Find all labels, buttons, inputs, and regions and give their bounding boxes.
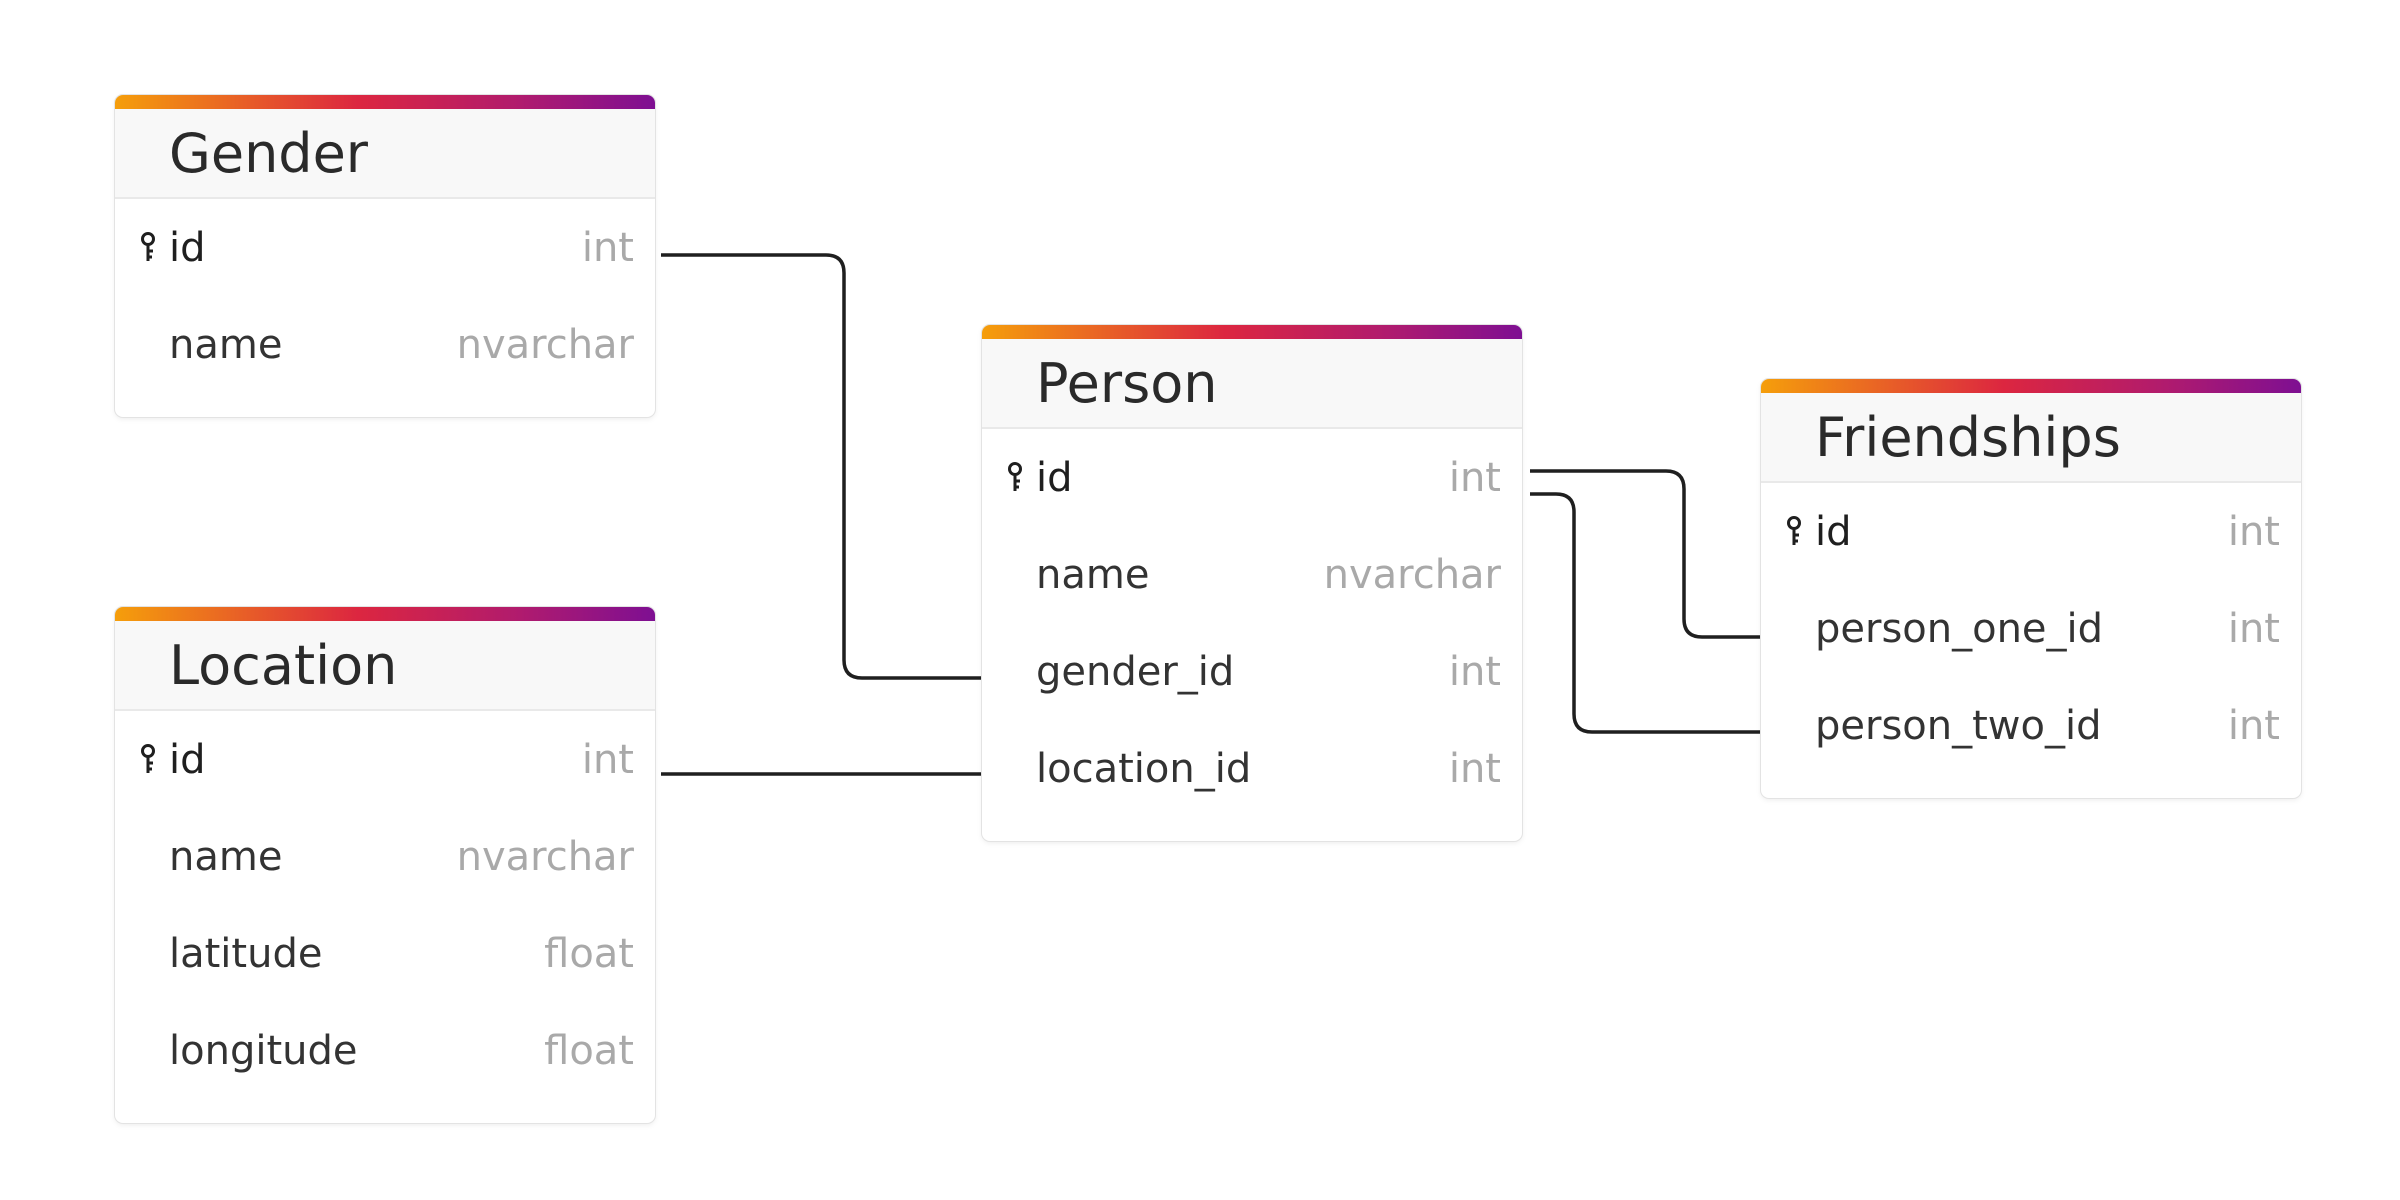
table-header-gradient [115, 95, 655, 109]
column-type: nvarchar [456, 321, 634, 368]
table-title: Person [1036, 351, 1218, 415]
relation-person-friendships-two[interactable] [1530, 492, 1766, 734]
column-type: int [1448, 745, 1501, 792]
column-type: nvarchar [1323, 551, 1501, 598]
table-header[interactable]: Friendships [1761, 393, 2301, 483]
table-friendships[interactable]: Friendships id int person_one_id int per… [1761, 379, 2301, 798]
table-header-gradient [115, 607, 655, 621]
column-type: int [1448, 648, 1501, 695]
table-header[interactable]: Location [115, 621, 655, 711]
primary-key-icon [1006, 458, 1036, 498]
column-row-person-two-id[interactable]: person_two_id int [1761, 677, 2301, 774]
column-row-name[interactable]: name nvarchar [115, 808, 655, 905]
table-header-gradient [982, 325, 1522, 339]
column-row-id[interactable]: id int [1761, 483, 2301, 580]
column-name: id [1815, 508, 1852, 555]
column-type: float [544, 930, 634, 977]
column-name: longitude [169, 1027, 358, 1074]
column-type: nvarchar [456, 833, 634, 880]
column-name: id [1036, 454, 1073, 501]
column-row-id[interactable]: id int [115, 711, 655, 808]
column-name: id [169, 736, 206, 783]
table-header-gradient [1761, 379, 2301, 393]
column-type: int [581, 224, 634, 271]
table-header[interactable]: Gender [115, 109, 655, 199]
column-name: id [169, 224, 206, 271]
column-row-gender-id[interactable]: gender_id int [982, 623, 1522, 720]
column-name: name [169, 321, 283, 368]
column-name: person_two_id [1815, 702, 2102, 749]
column-row-id[interactable]: id int [115, 199, 655, 296]
primary-key-icon [139, 228, 169, 268]
table-title: Location [169, 633, 398, 697]
table-header[interactable]: Person [982, 339, 1522, 429]
column-row-name[interactable]: name nvarchar [982, 526, 1522, 623]
column-type: int [2227, 605, 2280, 652]
column-type: int [581, 736, 634, 783]
primary-key-icon [139, 740, 169, 780]
relation-person-friendships-one[interactable] [1530, 469, 1766, 639]
column-type: int [2227, 508, 2280, 555]
table-person[interactable]: Person id int name nvarchar gender_id in… [982, 325, 1522, 841]
column-type: int [2227, 702, 2280, 749]
table-title: Friendships [1815, 405, 2121, 469]
column-name: name [169, 833, 283, 880]
table-location[interactable]: Location id int name nvarchar latitude f… [115, 607, 655, 1123]
column-type: int [1448, 454, 1501, 501]
table-title: Gender [169, 121, 368, 185]
primary-key-icon [1785, 512, 1815, 552]
column-row-id[interactable]: id int [982, 429, 1522, 526]
column-name: person_one_id [1815, 605, 2104, 652]
column-row-name[interactable]: name nvarchar [115, 296, 655, 393]
column-type: float [544, 1027, 634, 1074]
column-name: name [1036, 551, 1150, 598]
column-name: latitude [169, 930, 323, 977]
column-name: location_id [1036, 745, 1252, 792]
relation-gender-person[interactable] [661, 253, 984, 680]
table-gender[interactable]: Gender id int name nvarchar [115, 95, 655, 417]
column-row-location-id[interactable]: location_id int [982, 720, 1522, 817]
column-name: gender_id [1036, 648, 1235, 695]
column-row-latitude[interactable]: latitude float [115, 905, 655, 1002]
column-row-person-one-id[interactable]: person_one_id int [1761, 580, 2301, 677]
column-row-longitude[interactable]: longitude float [115, 1002, 655, 1099]
